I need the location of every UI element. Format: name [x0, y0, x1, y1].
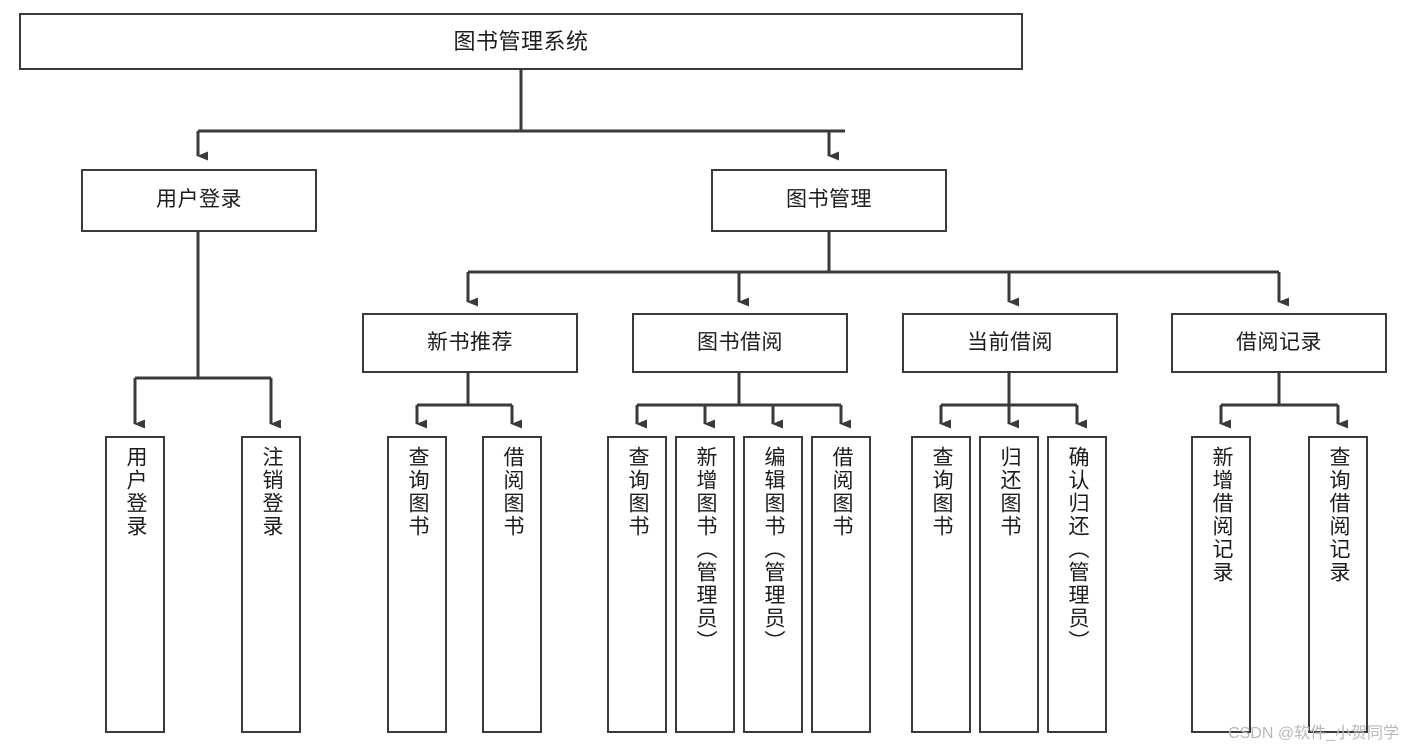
node-label: 图书管理: [786, 188, 872, 212]
node-label: 用户登录: [156, 188, 242, 212]
node-label: 注销登录: [260, 446, 284, 538]
node-label: 借阅图书: [501, 446, 525, 538]
node-label: 新增借阅记录: [1210, 446, 1234, 584]
node-label: 用户登录: [124, 446, 148, 538]
node-label: 新书推荐: [427, 330, 513, 354]
node-label: 新增图书（管理员）: [694, 446, 718, 653]
node-new-book-recommend[interactable]: 新书推荐: [362, 313, 578, 373]
node-book-borrow[interactable]: 图书借阅: [632, 313, 848, 373]
node-label: 当前借阅: [967, 330, 1053, 354]
node-book-management[interactable]: 图书管理: [711, 169, 947, 232]
node-label: 查询借阅记录: [1327, 446, 1351, 584]
leaf-borrow-query-book[interactable]: 查询图书: [607, 436, 667, 733]
node-label: 确认归还（管理员）: [1066, 446, 1090, 653]
watermark: CSDN @软件_小贺同学: [1228, 725, 1399, 742]
leaf-current-return-book[interactable]: 归还图书: [979, 436, 1039, 733]
leaf-logout[interactable]: 注销登录: [241, 436, 301, 733]
leaf-current-confirm-return-admin[interactable]: 确认归还（管理员）: [1047, 436, 1107, 733]
leaf-borrow-add-book-admin[interactable]: 新增图书（管理员）: [675, 436, 735, 733]
node-label: 借阅记录: [1236, 330, 1322, 354]
node-borrow-record[interactable]: 借阅记录: [1171, 313, 1387, 373]
leaf-record-query-borrow-record[interactable]: 查询借阅记录: [1308, 436, 1368, 733]
leaf-recommend-query-book[interactable]: 查询图书: [387, 436, 447, 733]
node-label: 查询图书: [626, 446, 650, 538]
leaf-borrow-borrow-book[interactable]: 借阅图书: [811, 436, 871, 733]
leaf-borrow-edit-book-admin[interactable]: 编辑图书（管理员）: [743, 436, 803, 733]
leaf-user-login[interactable]: 用户登录: [105, 436, 165, 733]
node-label: 图书借阅: [697, 330, 783, 354]
node-root-book-management-system[interactable]: 图书管理系统: [19, 13, 1023, 70]
leaf-recommend-borrow-book[interactable]: 借阅图书: [482, 436, 542, 733]
node-label: 归还图书: [998, 446, 1022, 538]
leaf-current-query-book[interactable]: 查询图书: [911, 436, 971, 733]
node-current-borrow[interactable]: 当前借阅: [902, 313, 1118, 373]
node-label: 查询图书: [930, 446, 954, 538]
node-label: 借阅图书: [830, 446, 854, 538]
leaf-record-add-borrow-record[interactable]: 新增借阅记录: [1191, 436, 1251, 733]
node-label: 图书管理系统: [453, 28, 589, 54]
node-label: 编辑图书（管理员）: [762, 446, 786, 653]
node-user-login[interactable]: 用户登录: [81, 169, 317, 232]
node-label: 查询图书: [406, 446, 430, 538]
